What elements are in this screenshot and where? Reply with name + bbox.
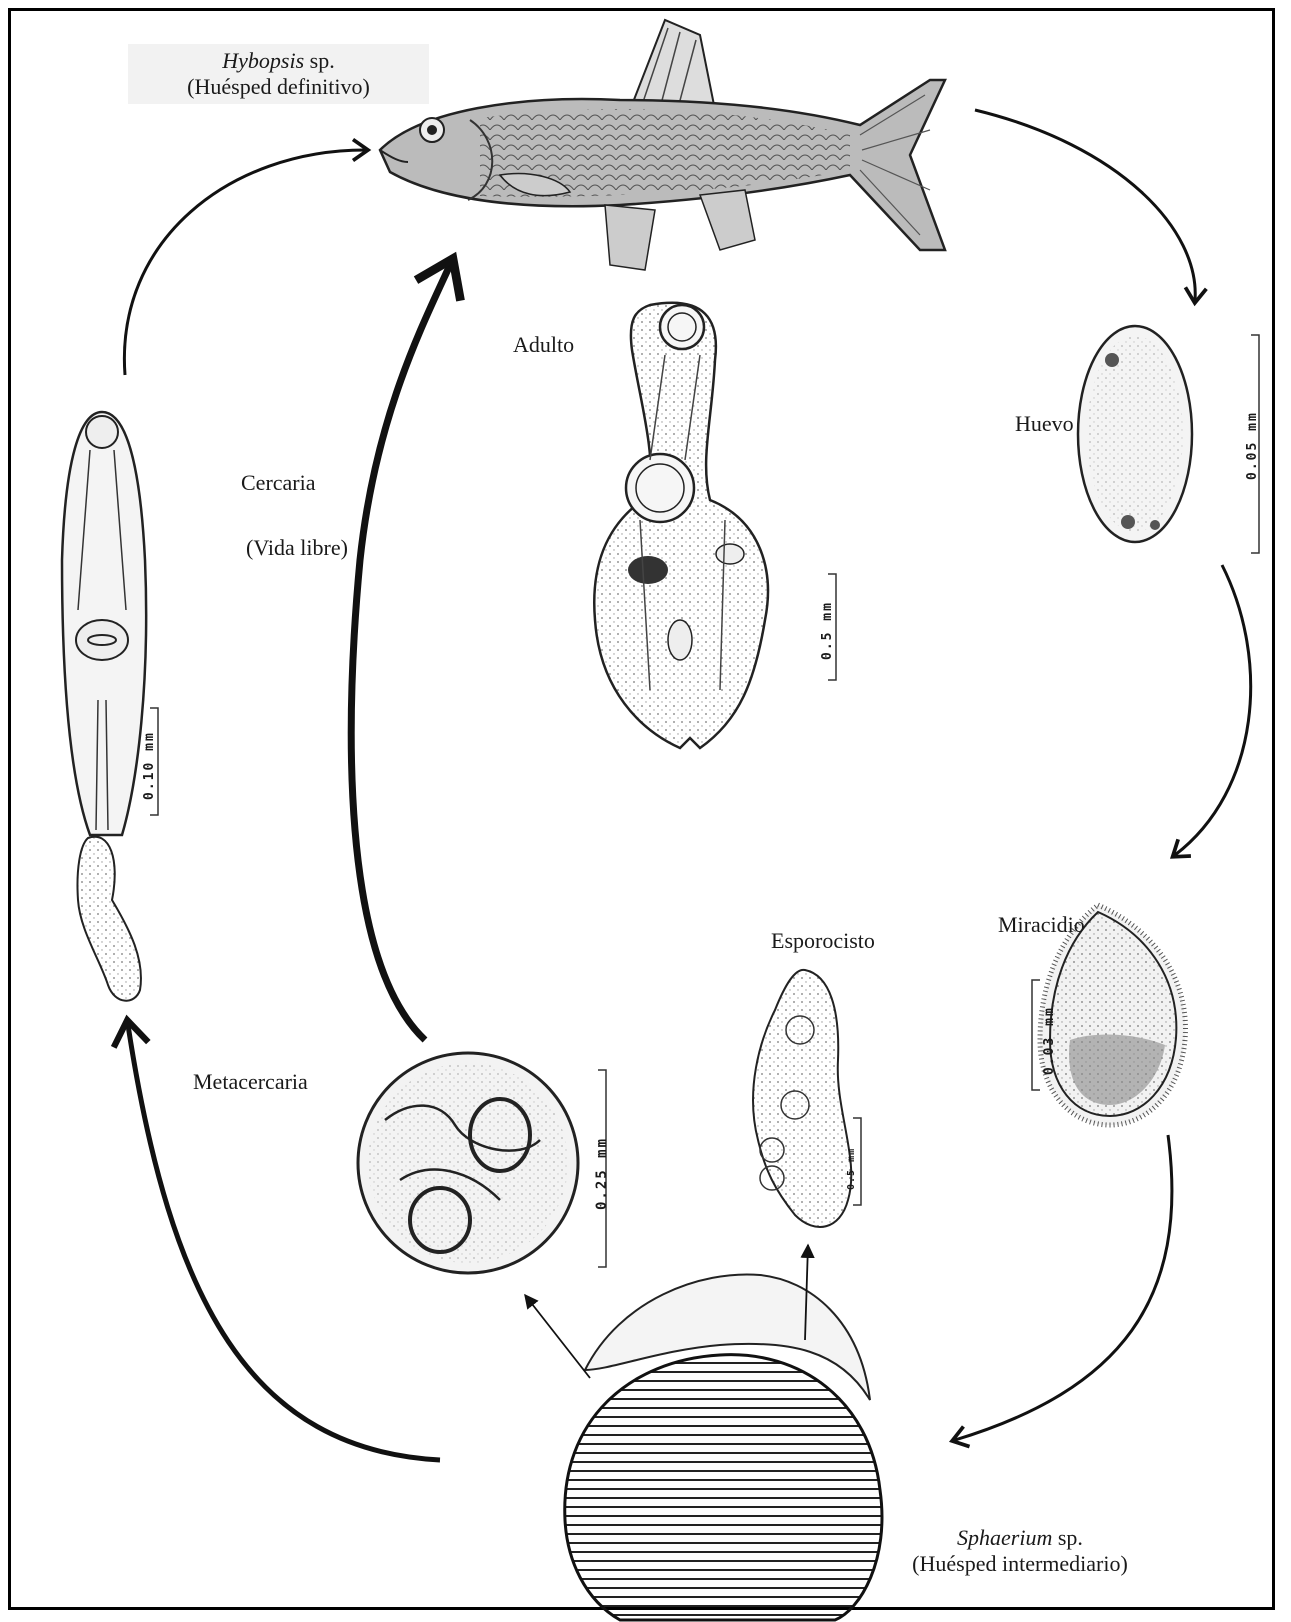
intermediate-host-label: Sphaerium sp. (Huésped intermediario) <box>870 1525 1170 1577</box>
scale-label-adulto: 0.5 mm <box>820 601 835 660</box>
stage-label-huevo: Huevo <box>1015 411 1074 437</box>
arrow-miracidium-to-clam <box>955 1135 1172 1440</box>
cercaria-illustration <box>62 412 146 1001</box>
arrow-fish-to-egg <box>975 110 1195 300</box>
scale-label-esporocisto: 0.5 mm <box>846 1148 857 1190</box>
stage-label-adulto: Adulto <box>513 332 574 358</box>
stage-label-miracidio: Miracidio <box>998 912 1085 938</box>
scale-label-miracidio: 0.03 mm <box>1042 1006 1057 1075</box>
stage-label-metacercaria: Metacercaria <box>193 1069 308 1095</box>
scale-label-cercaria: 0.10 mm <box>142 731 157 800</box>
arrow-clam-to-metacercaria <box>525 1295 590 1378</box>
fish-illustration <box>380 20 945 270</box>
intermediate-host-role: (Huésped intermediario) <box>870 1551 1170 1577</box>
egg-illustration <box>1078 326 1192 542</box>
definitive-host-label: Hybopsis sp. (Huésped definitivo) <box>128 44 429 104</box>
definitive-host-genus: Hybopsis <box>222 48 304 73</box>
arrow-cercaria-to-fish <box>124 150 365 375</box>
stage-label-vida-libre: (Vida libre) <box>246 535 348 561</box>
scale-label-metacercaria: 0.25 mm <box>594 1137 610 1210</box>
scale-label-huevo: 0.05 mm <box>1245 411 1260 480</box>
stage-label-cercaria: Cercaria <box>241 470 316 496</box>
arrow-egg-to-miracidium <box>1175 565 1251 855</box>
intermediate-host-suffix: sp. <box>1052 1525 1083 1550</box>
definitive-host-suffix: sp. <box>304 48 335 73</box>
metacercaria-illustration <box>358 1053 578 1273</box>
miracidium-illustration <box>1040 905 1185 1125</box>
intermediate-host-genus: Sphaerium <box>957 1525 1052 1550</box>
adult-fluke-illustration <box>594 303 768 748</box>
stage-label-esporocisto: Esporocisto <box>771 928 875 954</box>
sporocyst-illustration <box>753 970 851 1227</box>
definitive-host-role: (Huésped definitivo) <box>146 74 411 100</box>
clam-illustration <box>565 1274 882 1620</box>
arrow-free-cercaria-to-fish <box>351 265 450 1040</box>
